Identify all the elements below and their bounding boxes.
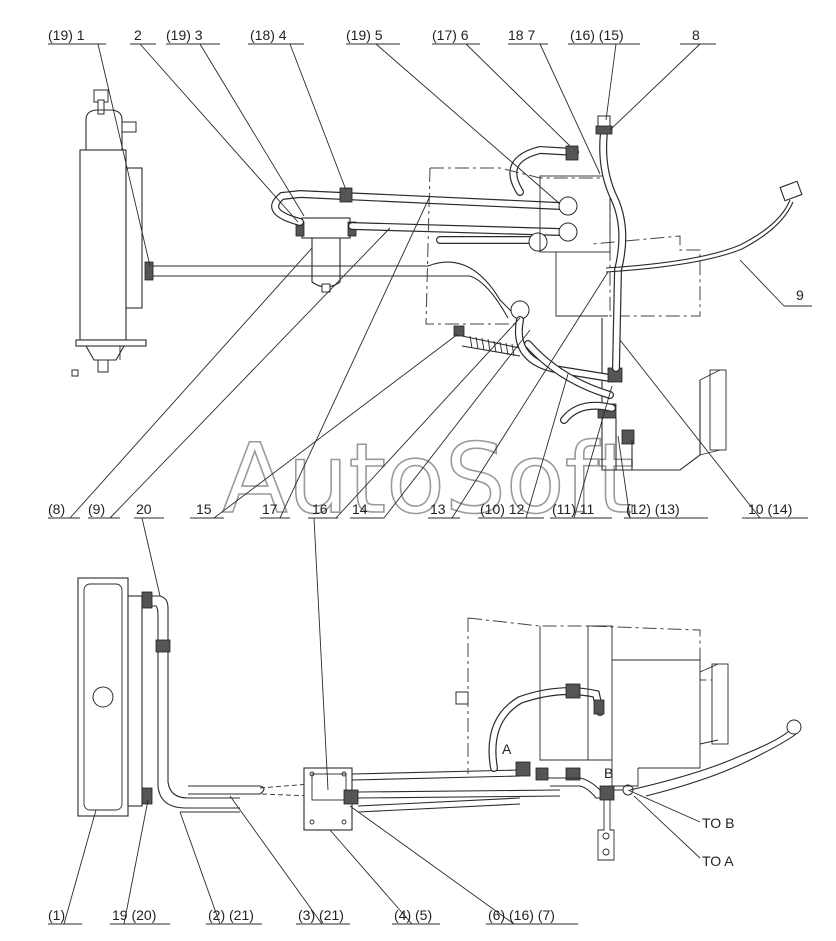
sensor-cable-top (605, 180, 803, 273)
callout-mid-11: 10 (14) (748, 501, 792, 517)
callout-bottom-5: (4) (5) (394, 907, 432, 923)
reservoir-front (77, 577, 143, 817)
vertical-hose (595, 115, 627, 372)
callout-top-8: (16) (15) (570, 27, 624, 43)
point-label-b: B (604, 765, 613, 781)
callout-mid-6: 14 (352, 501, 368, 517)
callout-mid-8: (10) 12 (480, 501, 525, 517)
destination-to-b: TO B (702, 815, 734, 831)
callout-mid-3: 15 (196, 501, 212, 517)
suction-pipe-top (144, 261, 519, 319)
callout-labels-mid: (8) (9) 15 17 16 14 13 (10) 12 (11) 11 (… (48, 501, 792, 517)
housing-bottom (455, 617, 729, 861)
destination-to-a: TO A (702, 853, 734, 869)
callout-top-6: (17) 6 (432, 27, 469, 43)
watermark-text: AutoSoft (222, 423, 634, 535)
callout-top-1: (19) 1 (48, 27, 85, 43)
filter-block-bottom (303, 767, 359, 831)
callout-top-5: (19) 5 (346, 27, 383, 43)
callout-top-3: (19) 3 (166, 27, 203, 43)
callout-bottom-2: 19 (20) (112, 907, 156, 923)
callout-mid-5: 16 (312, 501, 328, 517)
lower-hoses-top (514, 316, 635, 471)
spring-hose (453, 325, 521, 357)
callout-bottom-3: (2) (21) (208, 907, 254, 923)
callout-top-9: 8 (692, 27, 700, 43)
callout-bottom-4: (3) (21) (298, 907, 344, 923)
callout-mid-1: (8) (48, 501, 65, 517)
callout-top-2: 2 (134, 27, 142, 43)
callout-labels-top: (19) 1 2 (19) 3 (18) 4 (19) 5 (17) 6 18 … (48, 27, 804, 303)
top-view (48, 43, 812, 519)
point-and-destination-labels: A B TO B TO A (502, 741, 734, 869)
leaders-top (48, 43, 812, 307)
filter-top (295, 217, 357, 293)
reservoir-top (71, 89, 147, 377)
callout-mid-2: (9) (88, 501, 105, 517)
bottom-view (48, 517, 802, 925)
callout-right-9: 9 (796, 287, 804, 303)
callout-top-4: (18) 4 (250, 27, 287, 43)
callout-labels-bottom: (1) 19 (20) (2) (21) (3) (21) (4) (5) (6… (48, 907, 555, 923)
callout-mid-4: 17 (262, 501, 278, 517)
point-label-a: A (502, 741, 512, 757)
pump-hoses-bottom (351, 683, 634, 813)
callout-bottom-6: (6) (16) (7) (488, 907, 555, 923)
callout-lower-20: 20 (136, 501, 152, 517)
hoses-top (271, 145, 579, 320)
callout-mid-9: (11) 11 (552, 501, 594, 517)
callout-mid-10: (12) (13) (626, 501, 680, 517)
sensor-cable-bottom (629, 719, 802, 797)
callout-top-7: 18 7 (508, 27, 535, 43)
return-pipe (141, 591, 240, 809)
callout-bottom-1: (1) (48, 907, 65, 923)
leaders-mid (48, 195, 808, 519)
callout-mid-7: 13 (430, 501, 446, 517)
leaders-bottom (48, 517, 701, 925)
